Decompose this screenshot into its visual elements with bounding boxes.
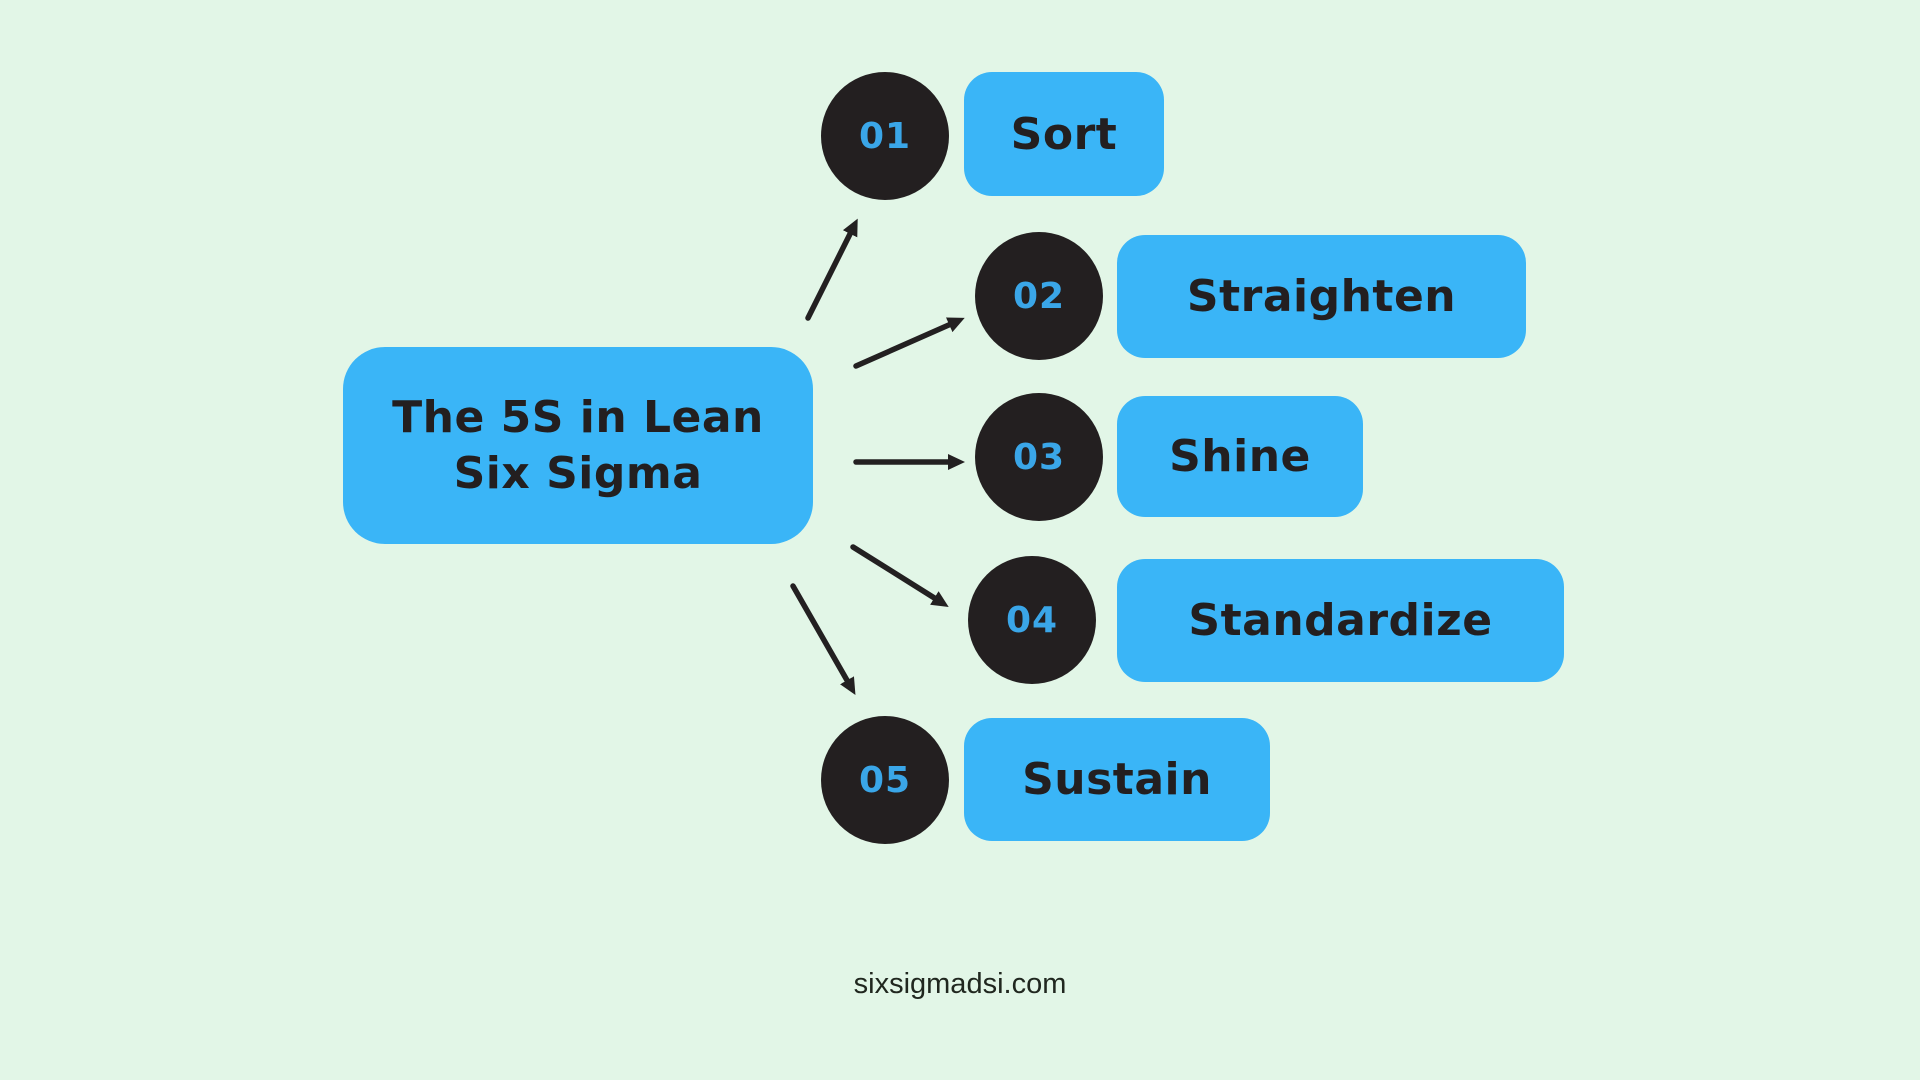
step-4-number-badge: 04 xyxy=(968,556,1096,684)
arrow-to-step-5 xyxy=(790,583,856,696)
step-1-number: 01 xyxy=(858,115,912,157)
step-1-label: Sort xyxy=(1010,108,1118,160)
step-3-number: 03 xyxy=(1012,436,1066,478)
step-4-number: 04 xyxy=(1005,599,1059,641)
step-2-label: Straighten xyxy=(1186,271,1457,322)
step-2-number: 02 xyxy=(1012,275,1066,317)
step-2-number-badge: 02 xyxy=(975,232,1103,360)
step-5-number-badge: 05 xyxy=(821,716,949,844)
step-4-label-box: Standardize xyxy=(1117,559,1564,682)
step-3-label: Shine xyxy=(1169,431,1311,482)
arrow-to-step-1 xyxy=(805,218,858,321)
step-4-label: Standardize xyxy=(1188,595,1493,646)
main-title-line2: Six Sigma xyxy=(453,447,703,499)
step-1-number-badge: 01 xyxy=(821,72,949,200)
step-1-label-box: Sort xyxy=(964,72,1164,196)
main-topic-node: The 5S in Lean Six Sigma xyxy=(343,347,813,544)
arrow-to-step-4 xyxy=(850,544,949,607)
step-5-label: Sustain xyxy=(1022,754,1212,805)
step-5-label-box: Sustain xyxy=(964,718,1270,841)
step-3-label-box: Shine xyxy=(1117,396,1363,517)
step-2-label-box: Straighten xyxy=(1117,235,1526,358)
footer-website: sixsigmadsi.com xyxy=(853,968,1067,1000)
main-title-line1: The 5S in Lean xyxy=(392,391,764,443)
step-3-number-badge: 03 xyxy=(975,393,1103,521)
step-5-number: 05 xyxy=(858,759,912,801)
arrow-to-step-2 xyxy=(853,317,965,369)
